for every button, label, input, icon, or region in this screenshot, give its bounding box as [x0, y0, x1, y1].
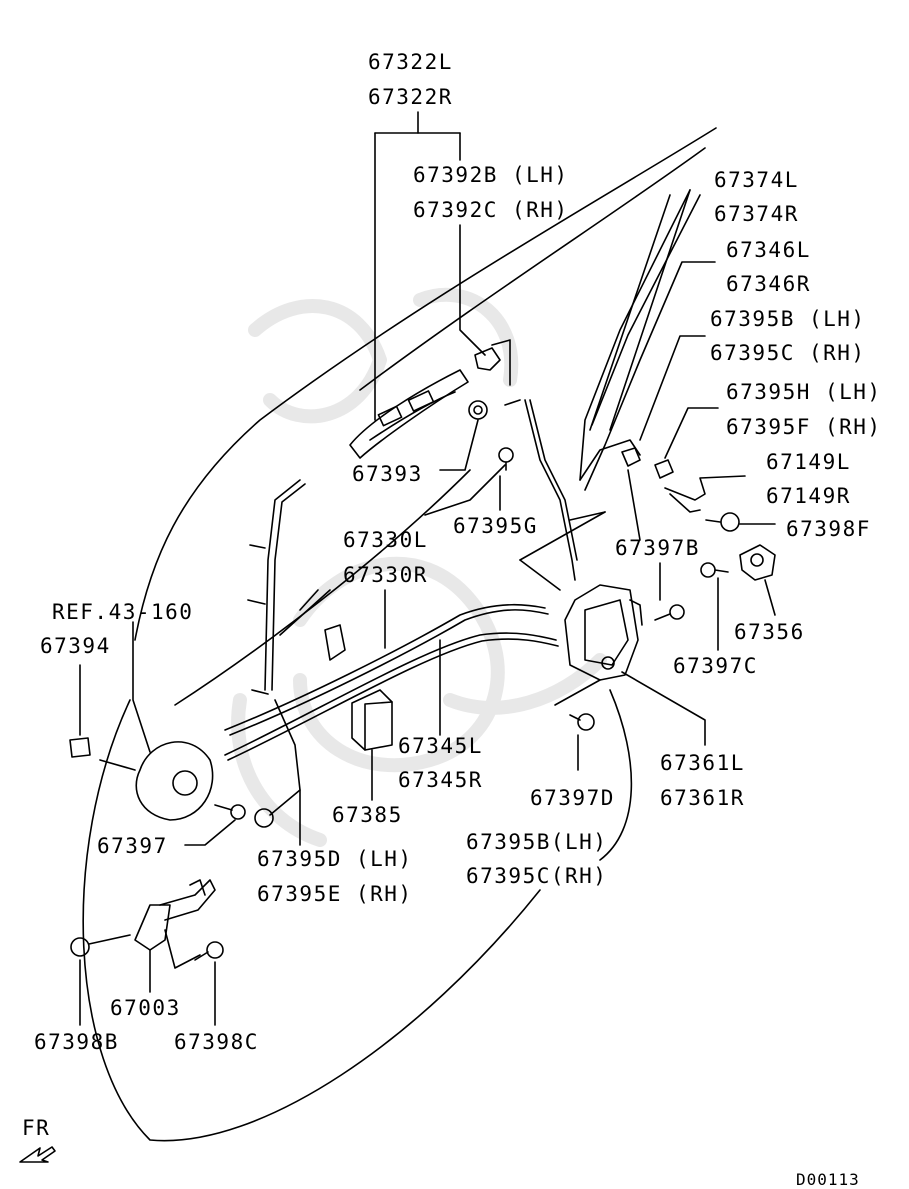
label-67398c: 67398C — [174, 1030, 259, 1054]
label-67395g: 67395G — [453, 514, 538, 538]
door-check-67003 — [134, 879, 216, 951]
screw-67398f — [705, 512, 740, 532]
watermark-emblem — [231, 287, 607, 847]
label-67397d: 67397D — [530, 786, 615, 810]
label-67346l: 67346L — [726, 238, 811, 262]
label-ref-43-160: REF.43-160 — [52, 600, 194, 624]
diagram-code: D00113 — [796, 1170, 860, 1189]
label-67322r: 67322R — [368, 85, 453, 109]
label-67374r: 67374R — [714, 202, 799, 226]
door-rear-edge — [599, 689, 633, 861]
label-67398f: 67398F — [786, 517, 871, 541]
label-67385: 67385 — [332, 803, 403, 827]
label-67395b-top: 67395B (LH) — [710, 307, 866, 331]
label-67346r: 67346R — [726, 272, 811, 296]
screw-67398b — [70, 934, 131, 957]
door-beltline — [174, 469, 471, 706]
screw-67398c — [194, 941, 224, 961]
door-glass-line-2 — [609, 189, 691, 431]
door-lower-edge — [82, 699, 541, 1142]
label-67361l: 67361L — [660, 751, 745, 775]
label-67322l: 67322L — [368, 50, 453, 74]
label-67003: 67003 — [110, 996, 181, 1020]
label-67393: 67393 — [352, 462, 423, 486]
label-67345r: 67345R — [398, 768, 483, 792]
label-67398b: 67398B — [34, 1030, 119, 1054]
lock-rod — [579, 189, 691, 481]
label-67149l: 67149L — [766, 450, 851, 474]
lever-67149 — [664, 475, 746, 513]
door-outline-inner — [359, 147, 706, 391]
clip-67395h — [654, 459, 674, 479]
bracket-67330 — [324, 624, 346, 661]
handle-rod — [524, 399, 576, 581]
screw-67397b — [654, 604, 685, 621]
door-outline — [134, 127, 717, 641]
label-67392c: 67392C (RH) — [413, 198, 569, 222]
grommet-67393 — [468, 400, 488, 420]
label-fr: FR — [22, 1116, 51, 1140]
label-67356: 67356 — [734, 620, 805, 644]
label-67330l: 67330L — [343, 528, 428, 552]
label-67397: 67397 — [97, 834, 168, 858]
label-67395c-top: 67395C (RH) — [710, 341, 866, 365]
label-67330r: 67330R — [343, 563, 428, 587]
label-67395c-bottom: 67395C(RH) — [466, 864, 608, 888]
clip-67394 — [69, 737, 91, 758]
screw-67397 — [214, 804, 246, 820]
label-67374l: 67374L — [714, 168, 799, 192]
pad-67385 — [351, 689, 393, 751]
label-67361r: 67361R — [660, 786, 745, 810]
screw-67397d — [569, 713, 595, 731]
label-67392b: 67392B (LH) — [413, 163, 569, 187]
clip-67395g — [498, 447, 514, 471]
clip-67395d — [254, 808, 274, 828]
cable-67345 — [224, 632, 557, 756]
outside-handle — [349, 369, 469, 459]
label-67395d: 67395D (LH) — [257, 847, 413, 871]
label-67395b-bottom: 67395B(LH) — [466, 830, 608, 854]
label-67345l: 67345L — [398, 734, 483, 758]
cable-67395d — [269, 699, 301, 816]
label-67394: 67394 — [40, 634, 111, 658]
door-lock-actuator — [564, 584, 643, 681]
striker-67356 — [739, 544, 776, 581]
label-67397c: 67397C — [673, 654, 758, 678]
cable-67330 — [224, 603, 546, 731]
label-67149r: 67149R — [766, 484, 851, 508]
handle-cap — [474, 347, 501, 371]
label-67395f: 67395F (RH) — [726, 415, 882, 439]
label-67395e: 67395E (RH) — [257, 882, 413, 906]
screw-67397c — [700, 562, 729, 578]
label-67397b: 67397B — [615, 536, 700, 560]
clip-67395b-top — [621, 447, 641, 467]
label-67395h: 67395H (LH) — [726, 380, 882, 404]
door-glass-line — [589, 194, 671, 431]
front-arrow-icon — [19, 1146, 56, 1163]
speaker-ref-43-160 — [135, 741, 214, 821]
